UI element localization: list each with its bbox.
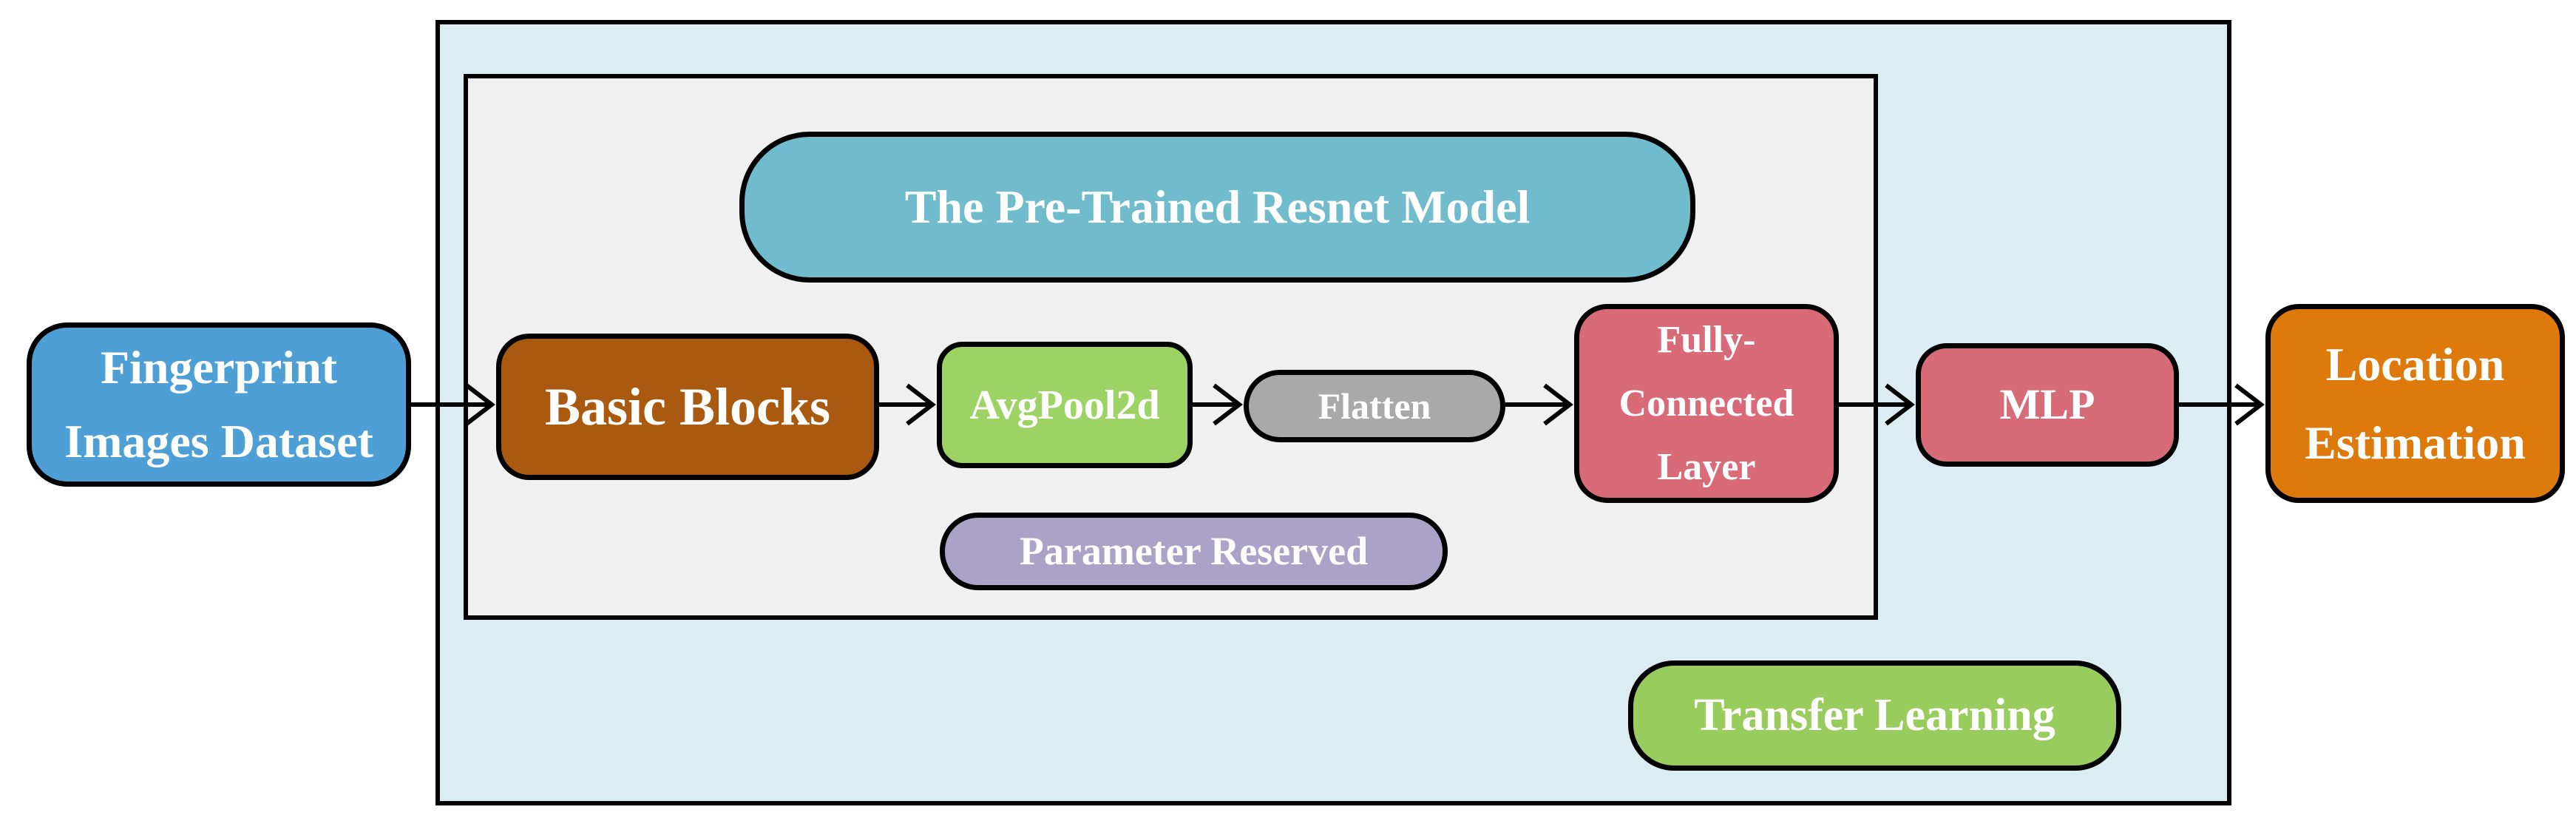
node-label-line: Layer (1657, 445, 1756, 488)
node-label: Transfer Learning (1694, 689, 2055, 740)
node-label-line: Location (2325, 337, 2505, 391)
node-label-line: Fingerprint (101, 341, 337, 393)
node-label-line: Connected (1619, 382, 1794, 425)
node-mlp: MLP (1916, 343, 2179, 467)
node-label: Flatten (1318, 385, 1431, 427)
node-location-estimation: Location Estimation (2265, 304, 2565, 503)
node-flatten: Flatten (1244, 370, 1505, 442)
node-label-line: Estimation (2305, 416, 2526, 469)
node-fully-connected-layer: Fully- Connected Layer (1574, 304, 1839, 503)
node-label-line: Images Dataset (64, 415, 373, 467)
node-label: Parameter Reserved (1019, 528, 1369, 573)
node-fingerprint-images-dataset: Fingerprint Images Dataset (27, 322, 411, 487)
node-label-line: Fully- (1657, 318, 1756, 361)
node-label: AvgPool2d (969, 382, 1160, 428)
node-avgpool2d: AvgPool2d (937, 342, 1193, 468)
node-label: Basic Blocks (544, 377, 831, 436)
node-label: MLP (1999, 380, 2095, 429)
node-basic-blocks: Basic Blocks (496, 334, 879, 480)
node-pretrained-resnet-model-title: The Pre-Trained Resnet Model (739, 132, 1695, 283)
node-label: The Pre-Trained Resnet Model (904, 180, 1531, 233)
node-parameter-reserved: Parameter Reserved (940, 513, 1448, 590)
node-transfer-learning-badge: Transfer Learning (1628, 660, 2121, 771)
